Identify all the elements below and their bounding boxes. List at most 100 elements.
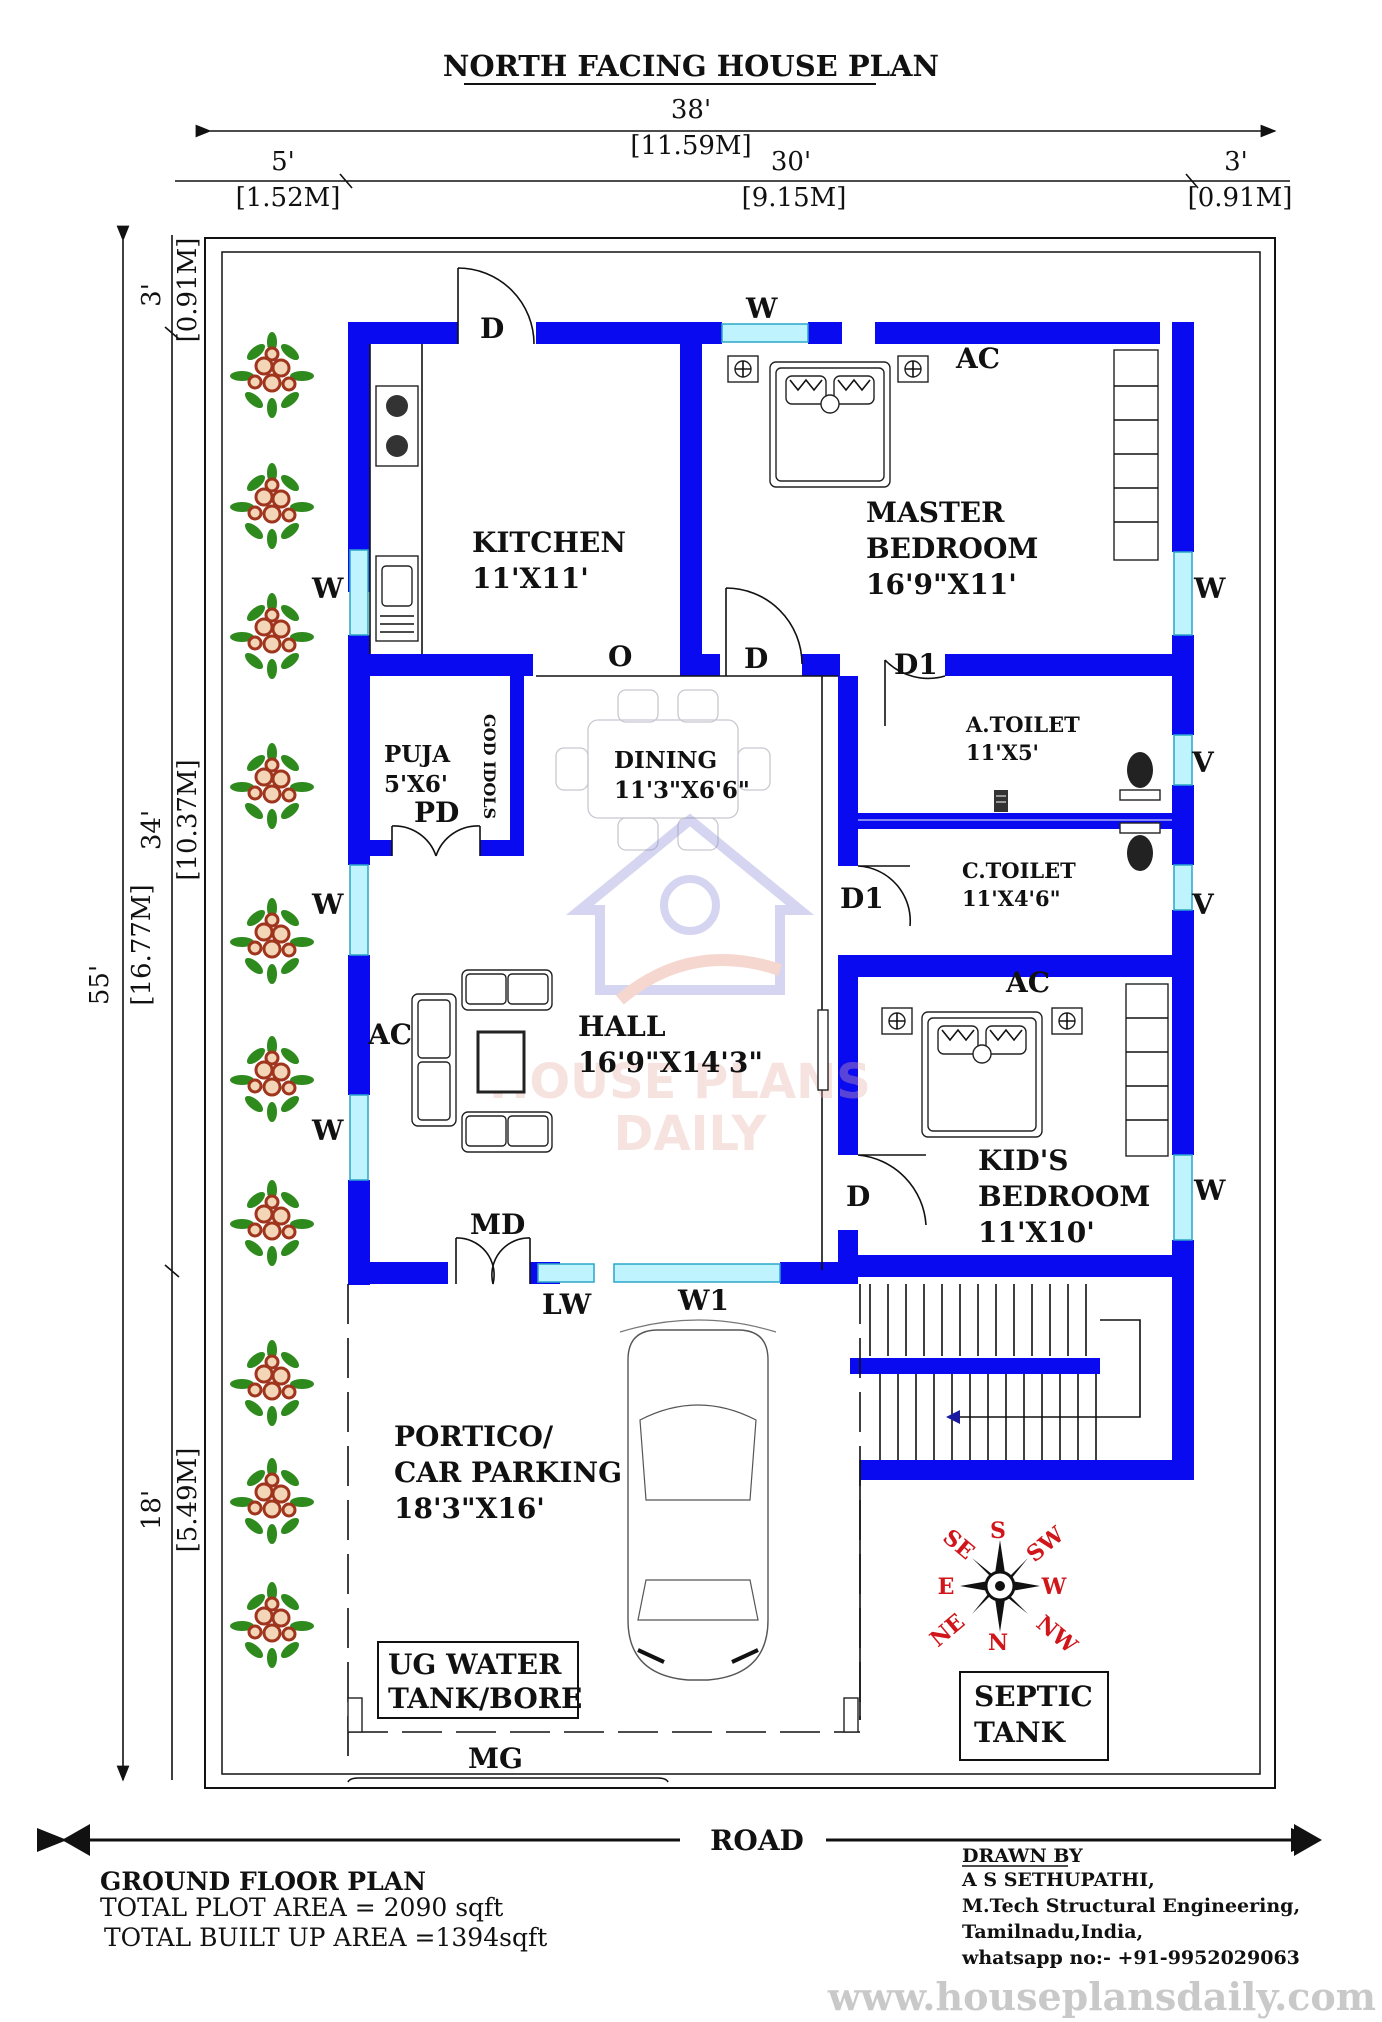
door-kitchen: [457, 267, 535, 345]
interior-lines: [347, 344, 861, 1783]
website-watermark: www.houseplansdaily.com: [827, 1974, 1376, 2019]
dim-left-total-ft: 55': [85, 965, 115, 1005]
windows: [349, 323, 1193, 1283]
dining-table-icon: [555, 689, 771, 851]
watermark-line1: HOUSE PLANS: [489, 1054, 871, 1110]
marker-master-ac: AC: [955, 342, 1000, 375]
nightstand-icon: [881, 1007, 913, 1035]
marker-main-gate: MG: [468, 1742, 523, 1775]
marker-lw: LW: [542, 1288, 592, 1321]
marker-ctoilet-door: D1: [840, 882, 884, 915]
kids-label-1: KID'S: [978, 1144, 1069, 1177]
window-hall-west-2: [349, 1094, 369, 1181]
credit-name: A S SETHUPATHI,: [961, 1869, 1155, 1891]
window-master-east: [1173, 551, 1193, 636]
compass-n: N: [988, 1630, 1008, 1656]
compass-e: E: [938, 1574, 955, 1600]
doors: [391, 267, 946, 1285]
dim-left-mid-ft: 34': [137, 810, 167, 850]
window-hall-west-1: [349, 864, 369, 956]
sofa-set-icon: [411, 969, 829, 1153]
vent-ctoilet: [1173, 864, 1193, 911]
dim-top-mid-ft: 30': [771, 147, 811, 177]
window-master-north: [721, 323, 809, 343]
dim-top-total-m: [11.59M]: [630, 131, 751, 161]
hall-label: HALL: [578, 1010, 666, 1043]
road-label: ROAD: [710, 1824, 804, 1857]
plant-column: [228, 330, 316, 1670]
dim-top-mid-m: [9.15M]: [742, 183, 847, 213]
dim-top-total-ft: 38': [671, 95, 711, 125]
dim-top-right-ft: 3': [1224, 147, 1248, 177]
plant-icon: [228, 591, 316, 681]
marker-kitchen-door: D: [480, 312, 504, 345]
portico-size: 18'3"X16': [394, 1492, 545, 1525]
plant-icon: [228, 1178, 316, 1268]
watermark-logo: HOUSE PLANS DAILY: [489, 813, 871, 1162]
marker-hall-window-1: W: [311, 888, 344, 921]
marker-atoilet-door: D1: [894, 648, 938, 681]
kitchen-fixtures: [375, 385, 419, 642]
ug-tank-label-1: UG WATER: [388, 1648, 562, 1681]
ug-water-tank-box: [377, 1641, 579, 1719]
atoilet-label: A.TOILET: [965, 712, 1080, 737]
staircase-icon: [869, 1284, 1141, 1460]
septic-label-2: TANK: [974, 1716, 1067, 1749]
credit-location: Tamilnadu,India,: [962, 1921, 1143, 1943]
hall-size: 16'9"X14'3": [578, 1046, 763, 1079]
dim-top-left-ft: 5': [271, 147, 295, 177]
bed-icon: [921, 1011, 1043, 1138]
septic-label-1: SEPTIC: [974, 1680, 1093, 1713]
ug-tank-label-2: TANK/BORE: [388, 1682, 582, 1715]
credit-whatsapp: whatsapp no:- +91-9952029063: [961, 1947, 1300, 1969]
door-ctoilet: [857, 865, 912, 927]
window-w1: [613, 1263, 781, 1283]
dim-top-right-m: [0.91M]: [1188, 183, 1293, 213]
septic-tank-box: [959, 1671, 1109, 1761]
dining-label: DINING: [614, 747, 717, 774]
marker-atoilet-vent: V: [1191, 746, 1215, 779]
door-atoilet: [884, 659, 946, 726]
marker-main-door: MD: [470, 1208, 525, 1241]
marker-puja-door: PD: [414, 796, 459, 829]
master-label-1: MASTER: [866, 496, 1005, 529]
nightstand-icon: [1051, 1007, 1083, 1035]
master-label-2: BEDROOM: [866, 532, 1038, 565]
portico-label-1: PORTICO/: [394, 1420, 554, 1453]
dim-top-left-m: [1.52M]: [236, 183, 341, 213]
marker-master-door: D: [744, 642, 768, 675]
puja-size: 5'X6': [384, 771, 448, 798]
compass-ne: NE: [925, 1609, 970, 1653]
footer-built-area: TOTAL BUILT UP AREA =1394sqft: [104, 1923, 547, 1952]
wc-icon: [1119, 751, 1161, 801]
kitchen-label: KITCHEN: [472, 526, 626, 559]
master-furniture: [727, 349, 1159, 561]
puja-label: PUJA: [384, 741, 451, 768]
toilet-fixtures: [858, 751, 1172, 872]
plot-boundary-inner: [221, 251, 1261, 1775]
marker-ctoilet-vent: V: [1191, 888, 1215, 921]
watermark-line2: DAILY: [614, 1106, 768, 1162]
marker-master-window: W: [745, 292, 778, 325]
marker-kids-window: W: [1193, 1174, 1226, 1207]
compass-sw: SW: [1022, 1521, 1070, 1567]
wardrobe-icon: [1113, 349, 1159, 561]
compass-nw: NW: [1031, 1610, 1082, 1659]
window-kids-east: [1173, 1154, 1193, 1241]
plant-icon: [228, 1580, 316, 1670]
door-master: [725, 587, 803, 676]
walls: [348, 322, 1194, 1480]
plant-icon: [228, 1456, 316, 1546]
dining-size: 11'3"X6'6": [614, 777, 750, 804]
footer-heading: GROUND FLOOR PLAN: [100, 1867, 426, 1896]
kids-label-2: BEDROOM: [978, 1180, 1150, 1213]
marker-hall-window-2: W: [311, 1114, 344, 1147]
compass-w: W: [1041, 1574, 1067, 1600]
marker-kids-door: D: [846, 1180, 870, 1213]
tap-icon: [994, 790, 1008, 812]
kids-furniture: [881, 983, 1169, 1157]
car-icon: [619, 1319, 777, 1681]
ctoilet-label: C.TOILET: [962, 858, 1076, 883]
master-size: 16'9"X11': [866, 568, 1017, 601]
marker-w1: W1: [677, 1284, 729, 1317]
